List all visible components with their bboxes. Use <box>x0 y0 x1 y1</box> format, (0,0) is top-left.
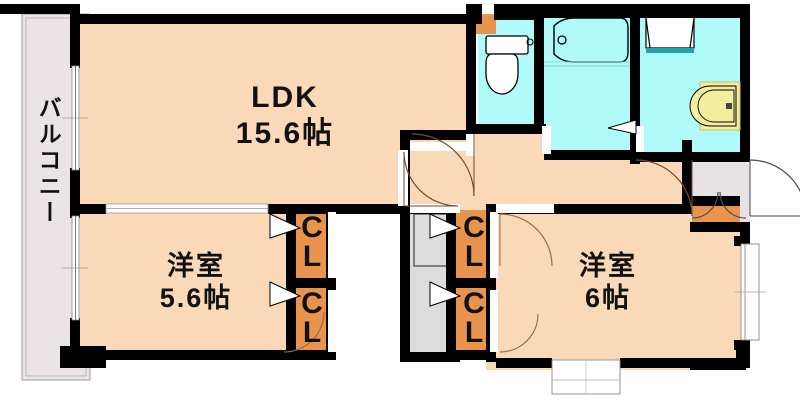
wash-basin-fixture <box>689 81 741 131</box>
windows <box>62 65 766 395</box>
closet-blocks <box>294 14 740 360</box>
wet-areas <box>478 18 740 160</box>
closet-fold-marks <box>269 119 637 307</box>
toilet-fixture <box>485 35 534 95</box>
washing-machine-fixture <box>645 17 695 53</box>
door-swings <box>283 133 800 353</box>
bathtub-fixture <box>544 17 630 67</box>
walls <box>0 4 750 370</box>
